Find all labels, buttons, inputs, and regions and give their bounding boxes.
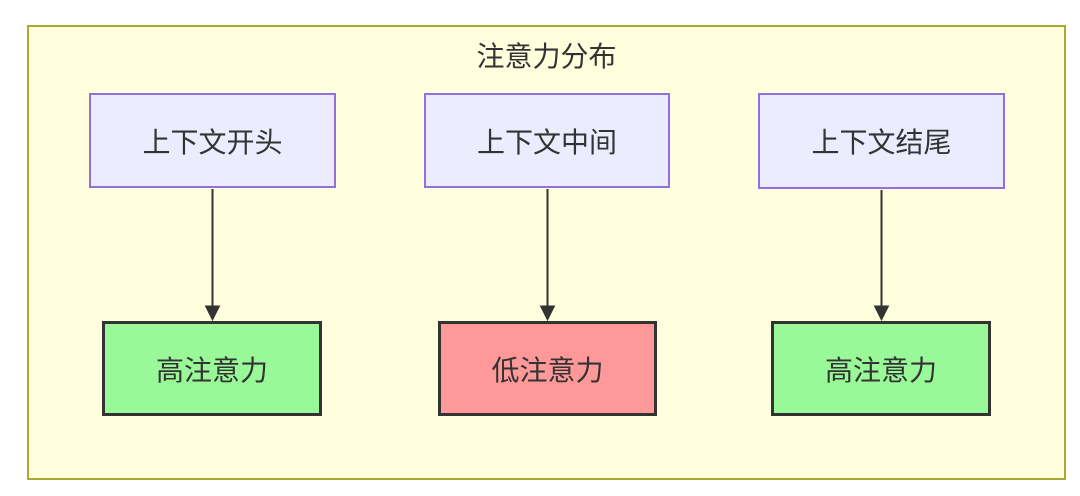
node-context-middle-label: 上下文中间 [476,126,617,158]
node-context-middle: 上下文中间 [424,93,670,188]
node-context-end-label: 上下文结尾 [811,127,952,158]
node-context-end: 上下文结尾 [758,93,1005,189]
node-high-attention-start: 高注意力 [102,321,322,416]
node-context-start: 上下文开头 [89,93,336,188]
diagram-title: 注意力分布 [476,41,617,72]
node-high-attention-end: 高注意力 [771,321,991,416]
node-high-attention-end-label: 高注意力 [824,354,937,386]
node-low-attention-middle: 低注意力 [438,321,657,416]
node-context-start-label: 上下文开头 [142,126,283,158]
node-low-attention-middle-label: 低注意力 [491,354,604,386]
node-high-attention-start-label: 高注意力 [155,354,268,386]
